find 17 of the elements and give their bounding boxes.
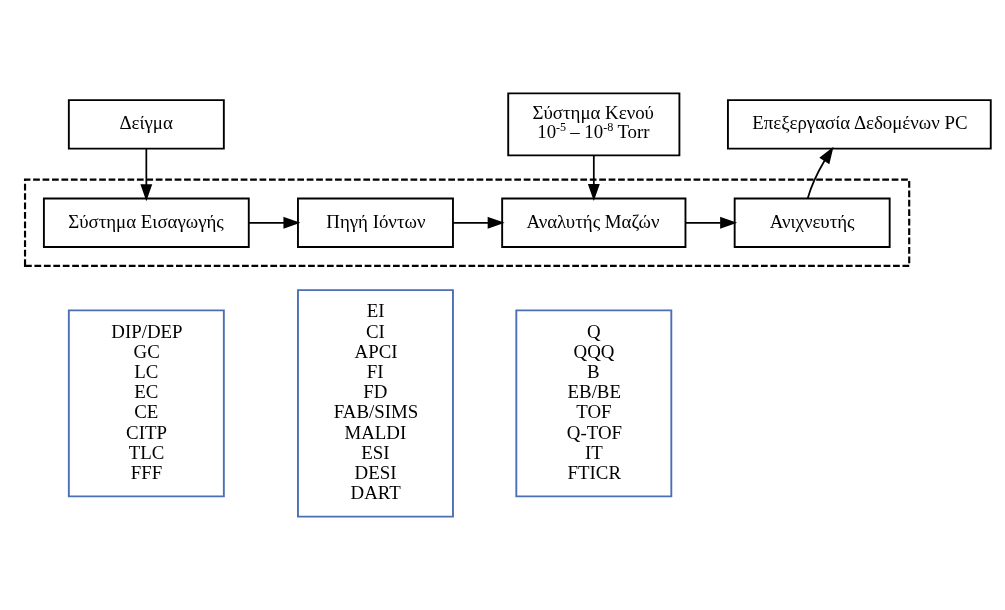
arrow (247, 216, 301, 229)
node-box: DIP/DEP GC LC EC CE CITP TLC FFF (67, 309, 225, 498)
node-box: Αναλυτής Μαζών (501, 197, 687, 248)
arrow (140, 148, 153, 202)
node-box: Σύστημα Κενού 10$^{-5}$ – 10$^{-8}$ Torr (507, 92, 681, 157)
node-box: Σύστημα Εισαγωγής (42, 197, 250, 248)
node-box: Επεξεργασία Δεδομένων PC (726, 99, 992, 150)
node-box: Πηγή Ιόντων (297, 197, 454, 248)
node-box: Ανιχνευτής (733, 197, 891, 248)
arrow (806, 146, 834, 200)
arrow (684, 216, 738, 229)
node-box: Q QQQ B EB/BE TOF Q-TOF IT FTICR (515, 309, 673, 498)
cluster (23, 178, 911, 267)
arrow (587, 154, 600, 202)
node-box: Δείγμα (67, 99, 225, 150)
node-box: EI CI APCI FI FD FAB/SIMS MALDI ESI DESI DART (297, 289, 454, 518)
arrow (452, 216, 505, 229)
